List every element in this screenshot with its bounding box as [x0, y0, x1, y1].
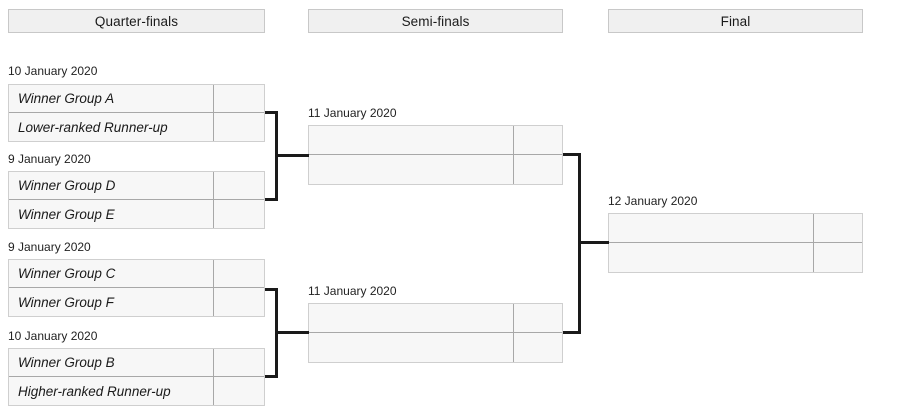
team-name: Winner Group D	[9, 172, 214, 199]
match-row[interactable]: Winner Group D	[9, 172, 264, 200]
match-date-sf1: 11 January 2020	[308, 106, 397, 120]
match-sf1[interactable]	[308, 125, 563, 185]
match-final[interactable]	[608, 213, 863, 273]
match-qf4[interactable]: Winner Group B Higher-ranked Runner-up	[8, 348, 265, 406]
round-header-semi-finals: Semi-finals	[308, 9, 563, 33]
team-name: Winner Group F	[9, 288, 214, 316]
match-row[interactable]: Winner Group F	[9, 288, 264, 316]
connector-qf4-stub	[265, 375, 278, 378]
round-header-final: Final	[608, 9, 863, 33]
team-name	[309, 333, 514, 362]
round-header-label: Quarter-finals	[94, 13, 179, 29]
match-row[interactable]: Winner Group C	[9, 260, 264, 288]
team-score	[214, 113, 264, 141]
match-row[interactable]: Lower-ranked Runner-up	[9, 113, 264, 141]
match-date-final: 12 January 2020	[608, 194, 698, 208]
connector-to-sf1	[275, 154, 309, 157]
team-name	[609, 243, 814, 272]
team-name: Winner Group B	[9, 349, 214, 376]
round-header-quarter-finals: Quarter-finals	[8, 9, 265, 33]
match-row[interactable]: Higher-ranked Runner-up	[9, 377, 264, 405]
match-qf3[interactable]: Winner Group C Winner Group F	[8, 259, 265, 317]
match-row[interactable]	[609, 214, 862, 243]
match-row[interactable]	[309, 304, 562, 333]
team-score	[214, 349, 264, 376]
team-name: Winner Group C	[9, 260, 214, 287]
round-header-label: Semi-finals	[401, 13, 470, 29]
match-qf1[interactable]: Winner Group A Lower-ranked Runner-up	[8, 84, 265, 142]
team-score	[214, 260, 264, 287]
team-name: Winner Group E	[9, 200, 214, 228]
team-name: Higher-ranked Runner-up	[9, 377, 214, 405]
connector-to-sf2	[275, 331, 309, 334]
team-score	[514, 126, 562, 154]
round-header-label: Final	[720, 13, 751, 29]
team-score	[814, 214, 862, 242]
match-row[interactable]	[309, 333, 562, 362]
team-name	[609, 214, 814, 242]
team-score	[514, 155, 562, 184]
team-score	[214, 172, 264, 199]
match-row[interactable]	[309, 126, 562, 155]
match-row[interactable]: Winner Group A	[9, 85, 264, 113]
match-date-qf1: 10 January 2020	[8, 64, 98, 78]
match-qf2[interactable]: Winner Group D Winner Group E	[8, 171, 265, 229]
team-score	[214, 85, 264, 112]
match-row[interactable]: Winner Group E	[9, 200, 264, 228]
team-score	[214, 288, 264, 316]
team-score	[514, 304, 562, 332]
connector-qf1-stub	[265, 111, 278, 114]
connector-sf2-stub	[563, 331, 581, 334]
connector-to-final	[578, 241, 609, 244]
match-row[interactable]	[609, 243, 862, 272]
match-date-qf3: 9 January 2020	[8, 240, 91, 254]
connector-qf3-stub	[265, 288, 278, 291]
team-score	[214, 377, 264, 405]
team-name: Winner Group A	[9, 85, 214, 112]
team-name: Lower-ranked Runner-up	[9, 113, 214, 141]
match-date-qf4: 10 January 2020	[8, 329, 98, 343]
connector-sf1-stub	[563, 153, 581, 156]
match-sf2[interactable]	[308, 303, 563, 363]
team-score	[514, 333, 562, 362]
match-date-sf2: 11 January 2020	[308, 284, 397, 298]
team-score	[814, 243, 862, 272]
team-score	[214, 200, 264, 228]
team-name	[309, 155, 514, 184]
match-row[interactable]	[309, 155, 562, 184]
team-name	[309, 304, 514, 332]
match-date-qf2: 9 January 2020	[8, 152, 91, 166]
match-row[interactable]: Winner Group B	[9, 349, 264, 377]
connector-qf2-stub	[265, 198, 278, 201]
team-name	[309, 126, 514, 154]
